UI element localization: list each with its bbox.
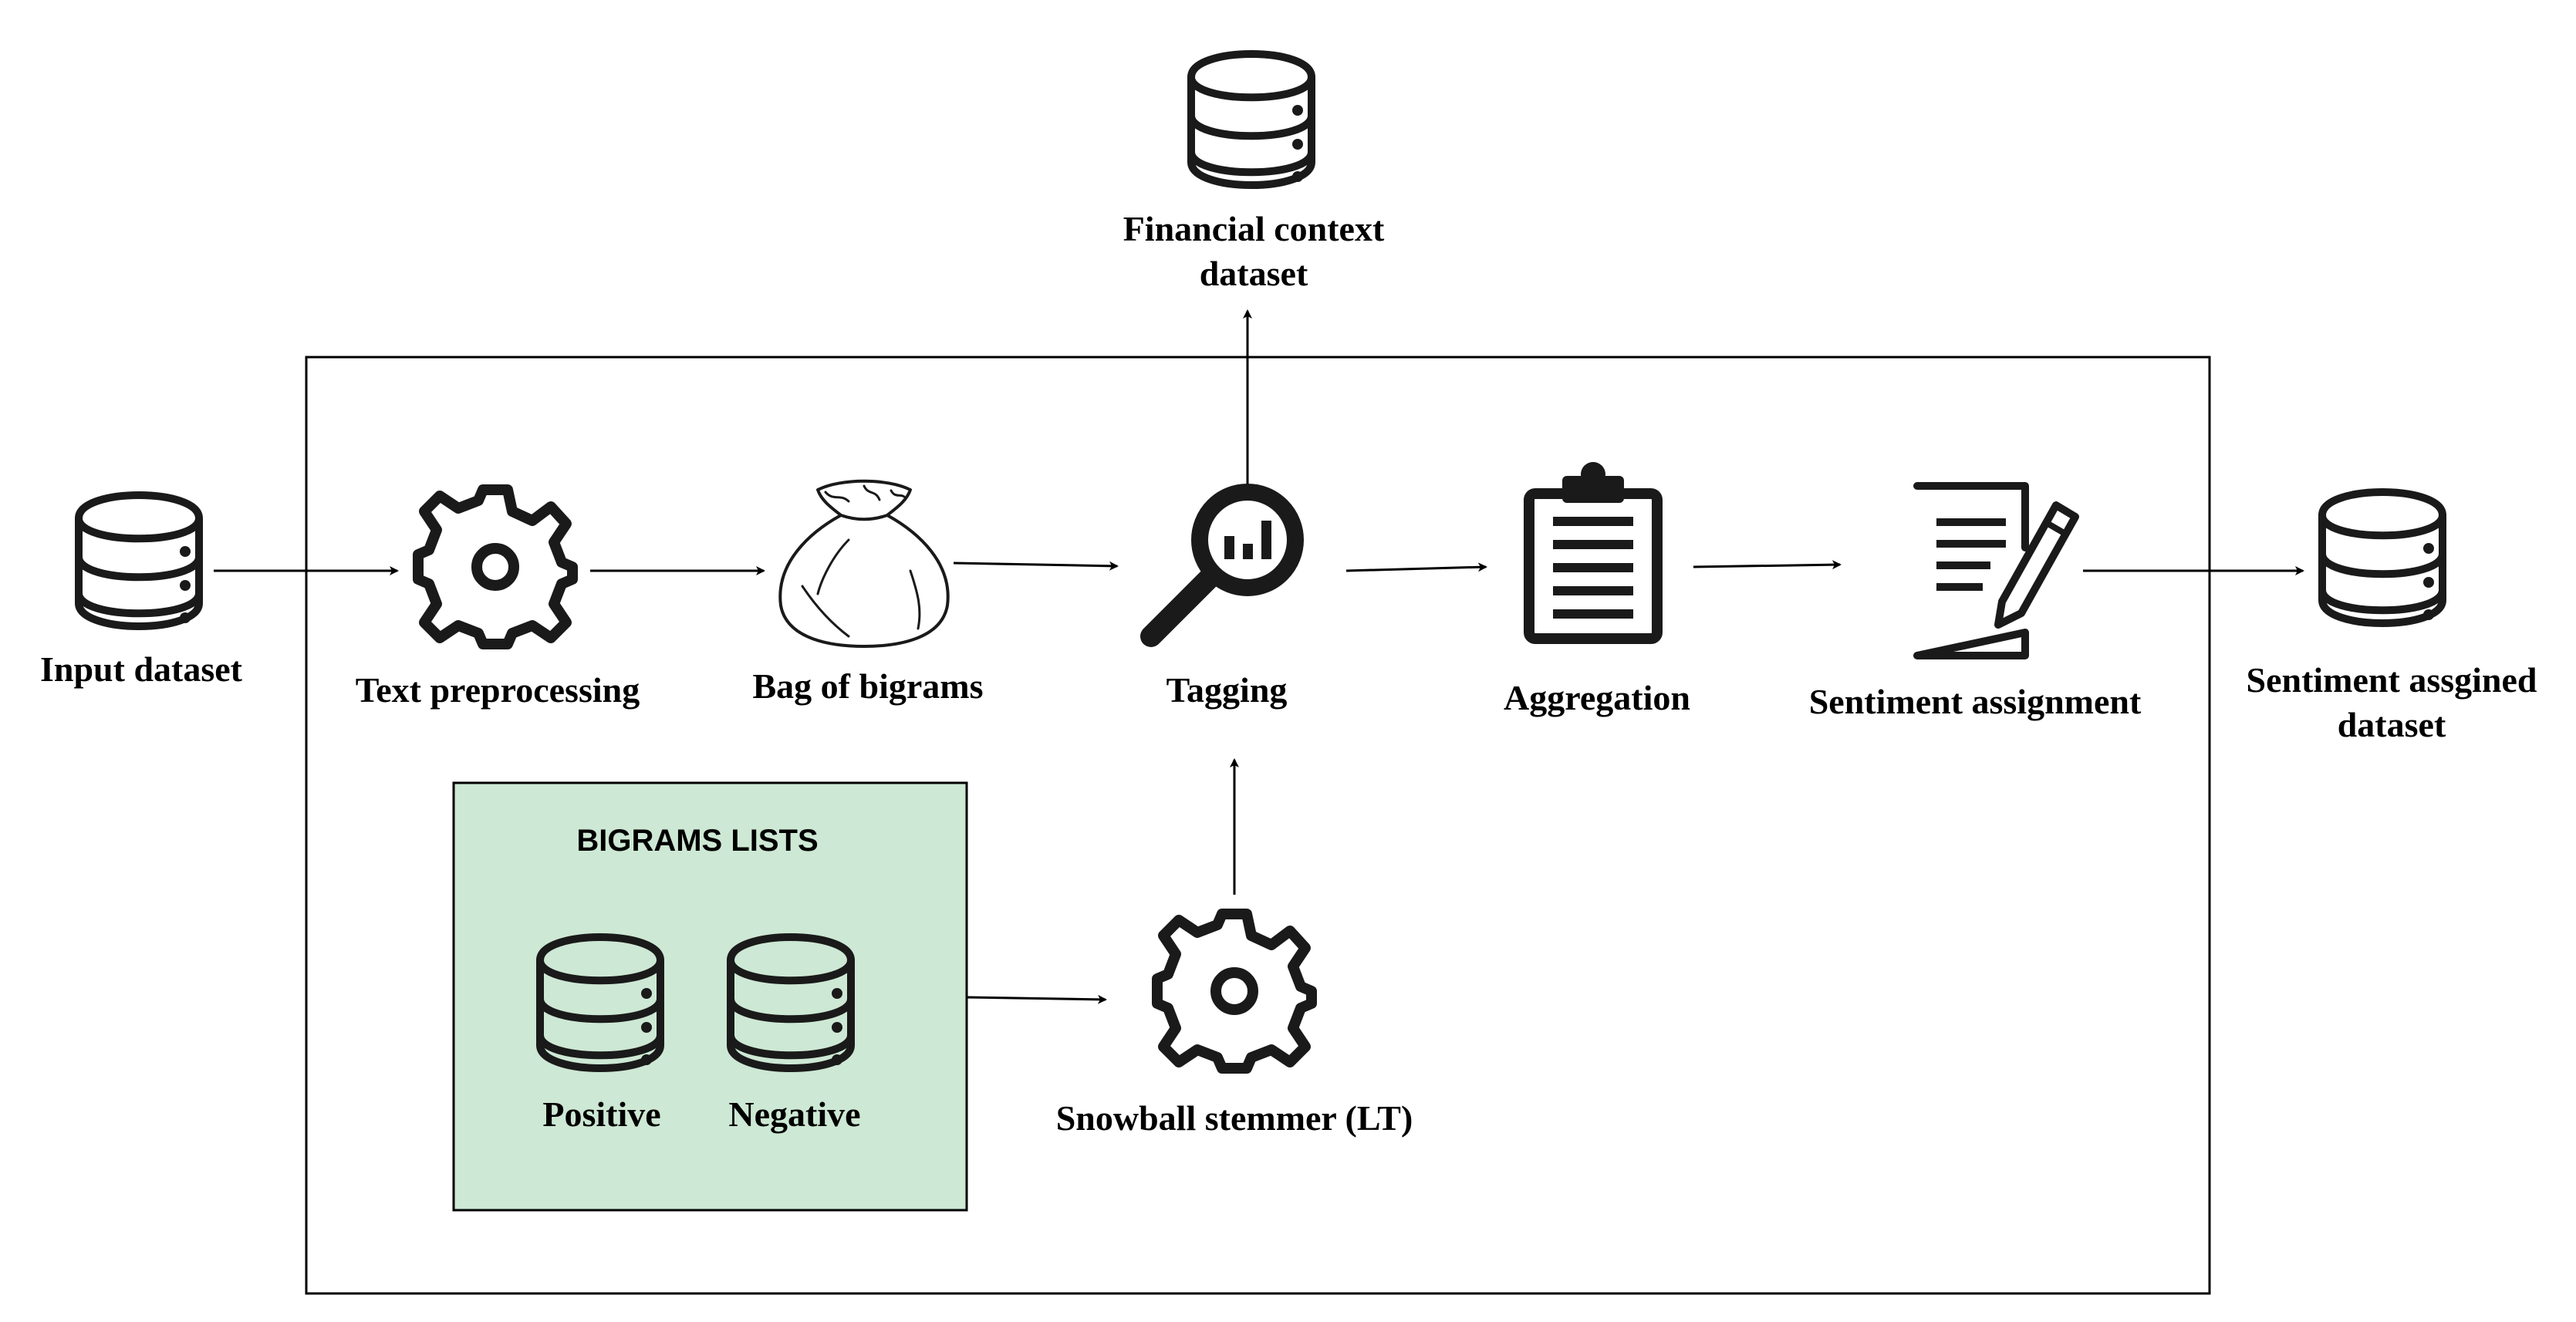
positive-label: Positive (542, 1094, 660, 1134)
money-bag-icon (778, 479, 950, 648)
snowball-stemmer-label: Snowball stemmer (LT) (1056, 1098, 1413, 1138)
edge-bag-to-tagging (953, 561, 1119, 571)
bigrams-lists-title: BIGRAMS LISTS (576, 824, 818, 858)
document-pen-icon (1913, 482, 2079, 659)
text-preprocessing-node: Text preprocessing (356, 490, 640, 710)
aggregation-label: Aggregation (1504, 678, 1690, 717)
input-dataset-node: Input dataset (40, 495, 243, 689)
sentiment-dataset-label-line1: Sentiment assgined (2247, 660, 2537, 700)
financial-context-label-line2: dataset (1200, 254, 1308, 293)
gear-icon (1157, 914, 1312, 1068)
financial-context-label-line1: Financial context (1123, 209, 1385, 248)
database-icon (2322, 492, 2443, 623)
clipboard-icon (1524, 462, 1663, 644)
sentiment-dataset-label-line2: dataset (2338, 705, 2446, 744)
financial-context-node: Financial context dataset (1123, 54, 1385, 293)
positive-list-node: Positive (540, 937, 661, 1134)
sentiment-assignment-node: Sentiment assignment (1809, 482, 2142, 721)
text-preprocessing-label: Text preprocessing (356, 670, 640, 710)
edge-tagging-to-aggregation (1345, 562, 1487, 572)
tagging-label: Tagging (1166, 670, 1288, 710)
bag-of-bigrams-label: Bag of bigrams (753, 666, 984, 706)
negative-label: Negative (728, 1094, 860, 1134)
input-dataset-label: Input dataset (40, 649, 243, 689)
edge-aggregation-to-sentiment (1693, 560, 1842, 570)
sentiment-assignment-label: Sentiment assignment (1809, 682, 2142, 721)
aggregation-node: Aggregation (1504, 462, 1690, 717)
snowball-stemmer-node: Snowball stemmer (LT) (1056, 914, 1413, 1138)
tagging-node: Tagging (1140, 484, 1304, 710)
magnifier-chart-icon (1140, 484, 1304, 647)
database-icon (79, 495, 199, 626)
bag-of-bigrams-node: Bag of bigrams (753, 479, 984, 706)
edge-bigrams-to-stemmer (966, 994, 1107, 1004)
gear-icon (418, 490, 572, 644)
sentiment-dataset-node: Sentiment assgined dataset (2247, 492, 2537, 744)
negative-list-node: Negative (728, 937, 861, 1134)
system-boundary-frame (305, 356, 2211, 1295)
database-icon (1191, 54, 1312, 185)
